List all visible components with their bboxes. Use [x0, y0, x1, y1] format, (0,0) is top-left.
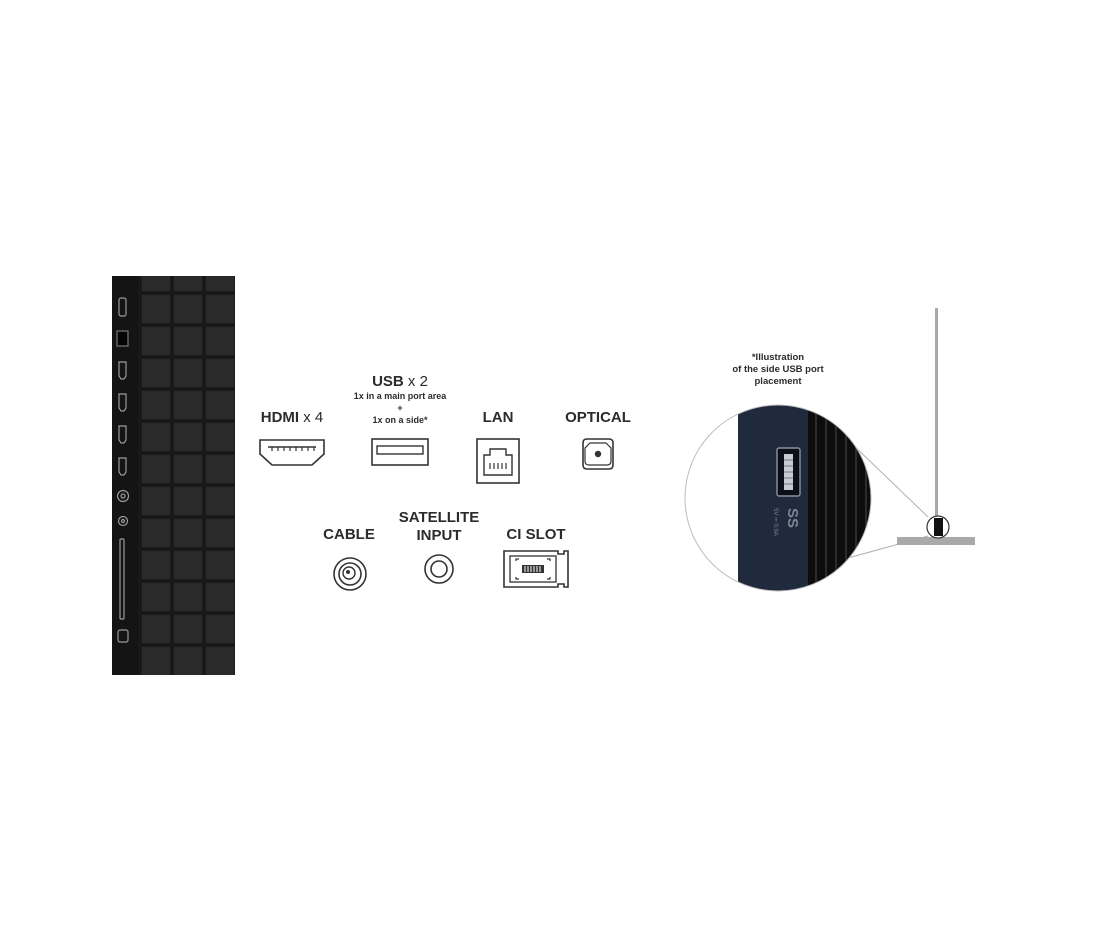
panel-tile	[204, 517, 235, 549]
panel-tile	[204, 276, 235, 293]
side-usb-logo: SS	[784, 508, 801, 528]
panel-tile	[204, 645, 235, 675]
hdmi-port-icon	[118, 393, 127, 412]
side-usb-spec: 5V ⎓ 0.9A	[772, 508, 778, 536]
panel-tile	[204, 581, 235, 613]
panel-tile	[204, 613, 235, 645]
ci-slot-icon	[119, 538, 125, 620]
panel-tile	[172, 581, 204, 613]
satellite-icon	[423, 553, 455, 585]
panel-tile	[140, 613, 172, 645]
satellite-label-1: SATELLITE	[398, 509, 480, 526]
hdmi-icon	[258, 437, 326, 467]
hdmi-label: HDMI x 4	[259, 409, 325, 426]
panel-tile	[140, 276, 172, 293]
ci-slot-label: CI SLOT	[506, 526, 566, 543]
hdmi-port-icon	[118, 457, 127, 476]
tv-back-panel-graphic	[112, 276, 235, 675]
panel-tile	[172, 517, 204, 549]
usb-sub-3: 1x on a side*	[372, 415, 428, 425]
usb-sub-2: +	[397, 403, 403, 413]
panel-tile	[140, 293, 172, 325]
panel-tile	[204, 325, 235, 357]
illustration-note-3: placement	[754, 376, 802, 387]
panel-tile	[140, 357, 172, 389]
panel-tile	[172, 453, 204, 485]
optical-icon	[581, 437, 615, 471]
side-usb-illustration: SS 5V ⎓ 0.9A	[680, 300, 980, 600]
panel-tile	[204, 389, 235, 421]
optical-label: OPTICAL	[565, 409, 631, 426]
satellite-port-icon	[117, 515, 129, 527]
panel-tile	[204, 357, 235, 389]
hdmi-port-icon	[118, 361, 127, 380]
panel-tile	[172, 485, 204, 517]
usb-qty: x 2	[407, 373, 428, 390]
usb-sub-1: 1x in a main port area	[353, 391, 447, 401]
panel-tile	[140, 453, 172, 485]
panel-tile	[172, 325, 204, 357]
panel-tile	[172, 421, 204, 453]
usb-name: USB	[372, 373, 404, 390]
panel-tile	[140, 517, 172, 549]
cable-label: CABLE	[323, 526, 375, 543]
optical-port-icon	[117, 629, 129, 643]
panel-tile	[140, 325, 172, 357]
hdmi-port-icon	[118, 425, 127, 444]
panel-tile	[140, 549, 172, 581]
panel-tile	[140, 645, 172, 675]
panel-tile	[204, 549, 235, 581]
hdmi-name: HDMI	[260, 409, 300, 426]
illustration-note-1: *Illustration	[751, 352, 805, 363]
panel-tile	[204, 421, 235, 453]
lan-port-icon	[116, 330, 129, 347]
panel-tile	[140, 389, 172, 421]
panel-tile	[172, 357, 204, 389]
usb-label: USB x 2	[362, 373, 438, 390]
panel-tile	[172, 613, 204, 645]
usb-icon	[370, 437, 430, 467]
panel-tile	[204, 485, 235, 517]
panel-tile	[140, 485, 172, 517]
panel-tile	[172, 276, 204, 293]
ci-slot-icon-large	[502, 549, 570, 589]
panel-tile	[140, 421, 172, 453]
lan-icon	[475, 437, 521, 485]
panel-tile	[172, 293, 204, 325]
illustration-note-2: of the side USB port	[732, 364, 824, 375]
cable-icon	[332, 556, 368, 592]
panel-tile	[172, 549, 204, 581]
tv-back-panel	[112, 276, 235, 675]
lan-label: LAN	[482, 409, 514, 426]
panel-tile	[172, 389, 204, 421]
hdmi-qty: x 4	[303, 409, 324, 426]
satellite-label-2: INPUT	[416, 527, 462, 544]
usb-port-icon	[118, 297, 127, 317]
panel-tile	[204, 453, 235, 485]
panel-tile	[204, 293, 235, 325]
cable-port-icon	[116, 489, 130, 503]
panel-tile	[140, 581, 172, 613]
panel-tile	[172, 645, 204, 675]
